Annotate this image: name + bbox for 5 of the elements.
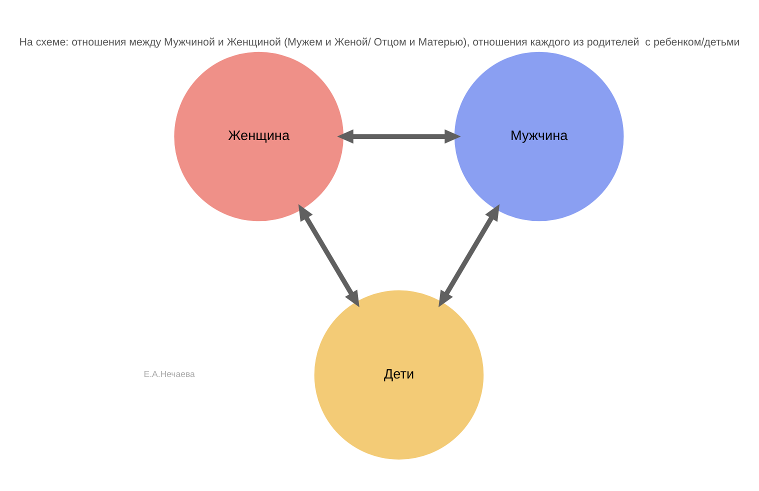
label: Е.А.Нечаева — [144, 368, 195, 379]
arrow — [298, 204, 360, 307]
arrow — [337, 128, 461, 144]
arrow — [438, 204, 500, 307]
diagram-title: На схеме: отношения между Мужчиной и Женщиной (Мужем и Женой/ Отцом и Матерью), отношения каждого из родителей с ребенком/детьми — [19, 36, 740, 48]
